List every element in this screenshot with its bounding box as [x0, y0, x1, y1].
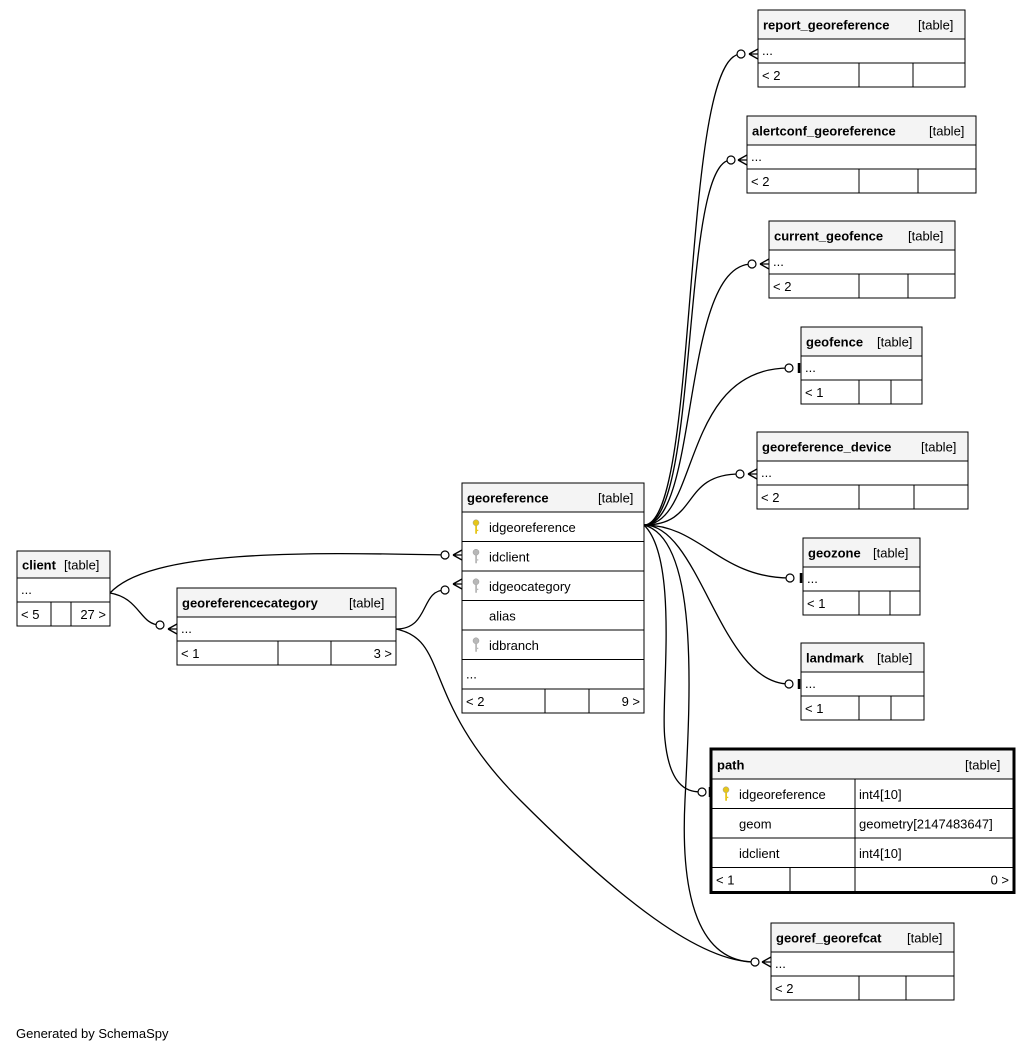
table-landmark[interactable]: landmark [table]... < 1 [800, 642, 925, 721]
georeference-to-alertconf_georeference-line [643, 159, 732, 526]
table-name: path [717, 758, 745, 773]
table-name: geofence [806, 335, 863, 350]
more-columns-ellipsis: ... [773, 254, 784, 269]
table-type-label: [table] [598, 491, 633, 506]
foreign-key-icon [472, 637, 480, 652]
column-name: idbranch [489, 638, 539, 653]
table-name: georeferencecategory [182, 596, 319, 611]
child-count: 0 > [991, 873, 1009, 888]
georeference-to-report_georeference-line [643, 53, 742, 526]
generated-by-footer: Generated by SchemaSpy [16, 1026, 169, 1041]
table-type-label: [table] [918, 18, 953, 33]
table-report_georeference[interactable]: report_georeference [table]... < 2 [757, 9, 966, 88]
table-type-label: [table] [877, 651, 912, 666]
parent-count: < 1 [805, 385, 823, 400]
table-name: current_geofence [774, 229, 883, 244]
column-name: idclient [739, 846, 780, 861]
table-name: georef_georefcat [776, 931, 882, 946]
more-columns-ellipsis: ... [762, 43, 773, 58]
child-count: 3 > [374, 646, 392, 661]
georeference-to-geozone-line [643, 524, 791, 579]
table-georeference_device[interactable]: georeference_device [table]... < 2 [756, 431, 969, 510]
primary-key-icon [472, 519, 480, 534]
category-to-georefcat-line [395, 628, 756, 963]
column-name: geom [739, 816, 772, 831]
table-type-label: [table] [921, 440, 956, 455]
georeference-to-current_geofence-line [643, 263, 753, 526]
more-columns-ellipsis: ... [761, 465, 772, 480]
table-name: geozone [808, 546, 861, 561]
column-datatype: int4[10] [859, 846, 902, 861]
table-name: georeference [467, 491, 549, 506]
parent-count: < 2 [775, 981, 793, 996]
parent-count: < 2 [761, 490, 779, 505]
more-columns-ellipsis: ... [805, 360, 816, 375]
more-columns-ellipsis: ... [751, 149, 762, 164]
georeference-to-georef_georefcat-line [643, 524, 756, 963]
table-name: report_georeference [763, 18, 889, 33]
table-type-label: [table] [965, 758, 1000, 773]
more-columns-ellipsis: ... [181, 621, 192, 636]
parent-count: < 2 [466, 694, 484, 709]
table-type-label: [table] [908, 229, 943, 244]
column-name: alias [489, 608, 516, 623]
column-datatype: int4[10] [859, 787, 902, 802]
column-name: idclient [489, 549, 530, 564]
georeference-to-georeference_device-line [643, 473, 741, 526]
more-columns-ellipsis: ... [775, 956, 786, 971]
child-count: 9 > [622, 694, 640, 709]
table-name: landmark [806, 651, 865, 666]
column-name: idgeocategory [489, 579, 571, 594]
table-name: client [22, 558, 57, 573]
parent-count: < 1 [716, 873, 734, 888]
parent-count: < 2 [773, 279, 791, 294]
table-georef_georefcat[interactable]: georef_georefcat [table]... < 2 [770, 922, 955, 1001]
more-columns-ellipsis: ... [805, 676, 816, 691]
table-type-label: [table] [929, 124, 964, 139]
client-to-georeferencecategory-line [109, 592, 161, 626]
table-geozone[interactable]: geozone [table]... < 1 [802, 537, 921, 616]
parent-count: < 2 [751, 174, 769, 189]
table-alertconf_georeference[interactable]: alertconf_georeference [table]... < 2 [746, 115, 977, 194]
client-to-georeference-line [109, 552, 446, 594]
table-current_geofence[interactable]: current_geofence [table]... < 2 [768, 220, 956, 299]
parent-count: < 5 [21, 607, 39, 622]
category-to-georeference-line [395, 589, 446, 630]
table-client[interactable]: client [table]... < 5 27 > [16, 550, 111, 627]
more-columns-ellipsis: ... [807, 571, 818, 586]
foreign-key-icon [472, 578, 480, 593]
parent-count: < 2 [762, 68, 780, 83]
parent-count: < 1 [807, 596, 825, 611]
georeference-to-landmark-line [643, 524, 790, 685]
relationship-lines [109, 48, 803, 968]
table-type-label: [table] [64, 558, 99, 573]
primary-key-icon [722, 786, 730, 801]
table-type-label: [table] [877, 335, 912, 350]
column-name: idgeoreference [739, 787, 826, 802]
more-columns-ellipsis: ... [21, 582, 32, 597]
georeference-to-geofence-line [643, 367, 790, 526]
table-type-label: [table] [349, 596, 384, 611]
foreign-key-icon [472, 549, 480, 564]
table-georeference[interactable]: georeference [table] idgeoreference idclien… [461, 482, 645, 714]
parent-count: < 1 [805, 701, 823, 716]
parent-count: < 1 [181, 646, 199, 661]
georeference-to-path-line [643, 524, 703, 793]
column-datatype: geometry[2147483647] [859, 816, 993, 831]
table-georeferencecategory[interactable]: georeferencecategory [table]... < 1 3 > [176, 587, 397, 666]
column-name: idgeoreference [489, 520, 576, 535]
table-type-label: [table] [873, 546, 908, 561]
table-geofence[interactable]: geofence [table]... < 1 [800, 326, 923, 405]
table-name: georeference_device [762, 440, 891, 455]
child-count: 27 > [80, 607, 106, 622]
table-path[interactable]: path [table] idgeoreference int4[10] geom geo… [709, 747, 1016, 894]
table-type-label: [table] [907, 931, 942, 946]
more-columns-ellipsis: ... [466, 666, 477, 681]
table-name: alertconf_georeference [752, 124, 896, 139]
